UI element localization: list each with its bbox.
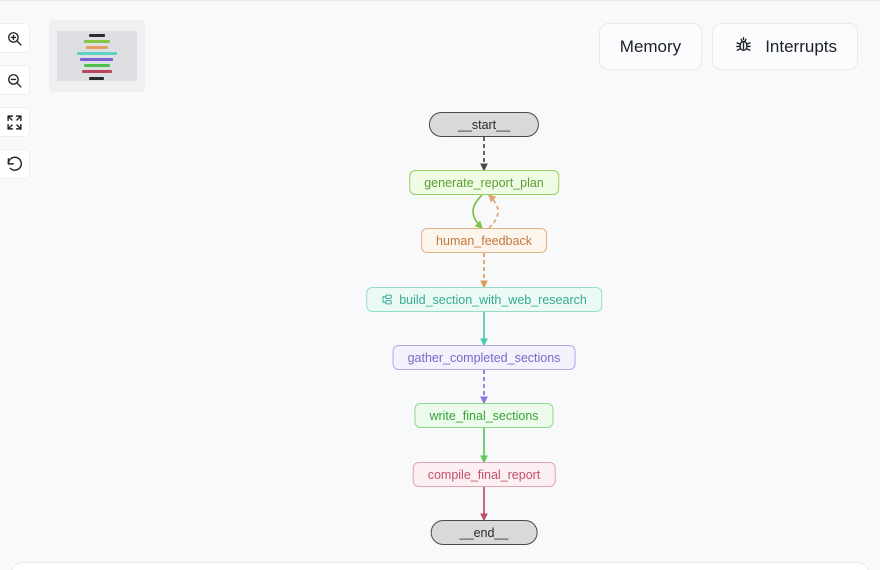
graph-node-human_feedback[interactable]: human_feedback [421, 228, 547, 253]
zoom-out-button[interactable] [0, 65, 30, 95]
graph-node-label: compile_final_report [427, 467, 541, 482]
minimap-node-bar [80, 58, 113, 61]
zoom-in-button[interactable] [0, 23, 30, 53]
minimap-node-bar [82, 70, 112, 73]
graph-node-label: write_final_sections [429, 408, 539, 423]
graph-node-generate_report_plan[interactable]: generate_report_plan [409, 170, 559, 195]
graph-node-label: __end__ [459, 525, 509, 540]
graph-node-write_final_sections[interactable]: write_final_sections [414, 403, 554, 428]
minimap-node-bar [77, 52, 117, 55]
graph-node-start[interactable]: __start__ [428, 112, 540, 137]
subgraph-icon [381, 294, 392, 305]
minimap-node-bar [84, 64, 110, 67]
interrupts-button-label: Interrupts [765, 37, 837, 56]
graph-node-build_section_with_web_research[interactable]: build_section_with_web_research [366, 287, 602, 312]
graph-node-label: generate_report_plan [424, 175, 544, 190]
minimap-node-bar [89, 34, 105, 37]
graph-controls [0, 23, 30, 179]
reset-button[interactable] [0, 149, 30, 179]
graph-node-label: build_section_with_web_research [399, 292, 587, 307]
zoom-in-icon [6, 30, 23, 47]
minimap-viewport [57, 31, 137, 81]
minimap[interactable] [49, 20, 145, 92]
minimap-node-bar [89, 77, 104, 80]
graph-node-label: human_feedback [436, 233, 532, 248]
fit-view-button[interactable] [0, 107, 30, 137]
interrupts-button[interactable]: Interrupts [712, 23, 858, 70]
graph-node-label: gather_completed_sections [407, 350, 561, 365]
graph-node-gather_completed_sections[interactable]: gather_completed_sections [392, 345, 576, 370]
minimap-node-bar [84, 40, 110, 43]
zoom-out-icon [6, 72, 23, 89]
memory-button[interactable]: Memory [598, 23, 703, 70]
fit-view-icon [6, 114, 23, 131]
bottom-panel [11, 562, 869, 570]
graph-node-compile_final_report[interactable]: compile_final_report [412, 462, 556, 487]
graph-node-label: __start__ [457, 117, 511, 132]
top-actions-bar: Memory Interrupts [598, 23, 858, 70]
memory-button-label: Memory [619, 37, 682, 56]
minimap-node-bar [86, 46, 108, 49]
graph-node-end[interactable]: __end__ [430, 520, 538, 545]
graph-edge-generate_report_plan-to-human_feedback [472, 194, 483, 230]
bug-icon [733, 34, 754, 60]
graph-edge-human_feedback-to-generate_report_plan [488, 193, 499, 229]
reset-icon [6, 155, 24, 173]
